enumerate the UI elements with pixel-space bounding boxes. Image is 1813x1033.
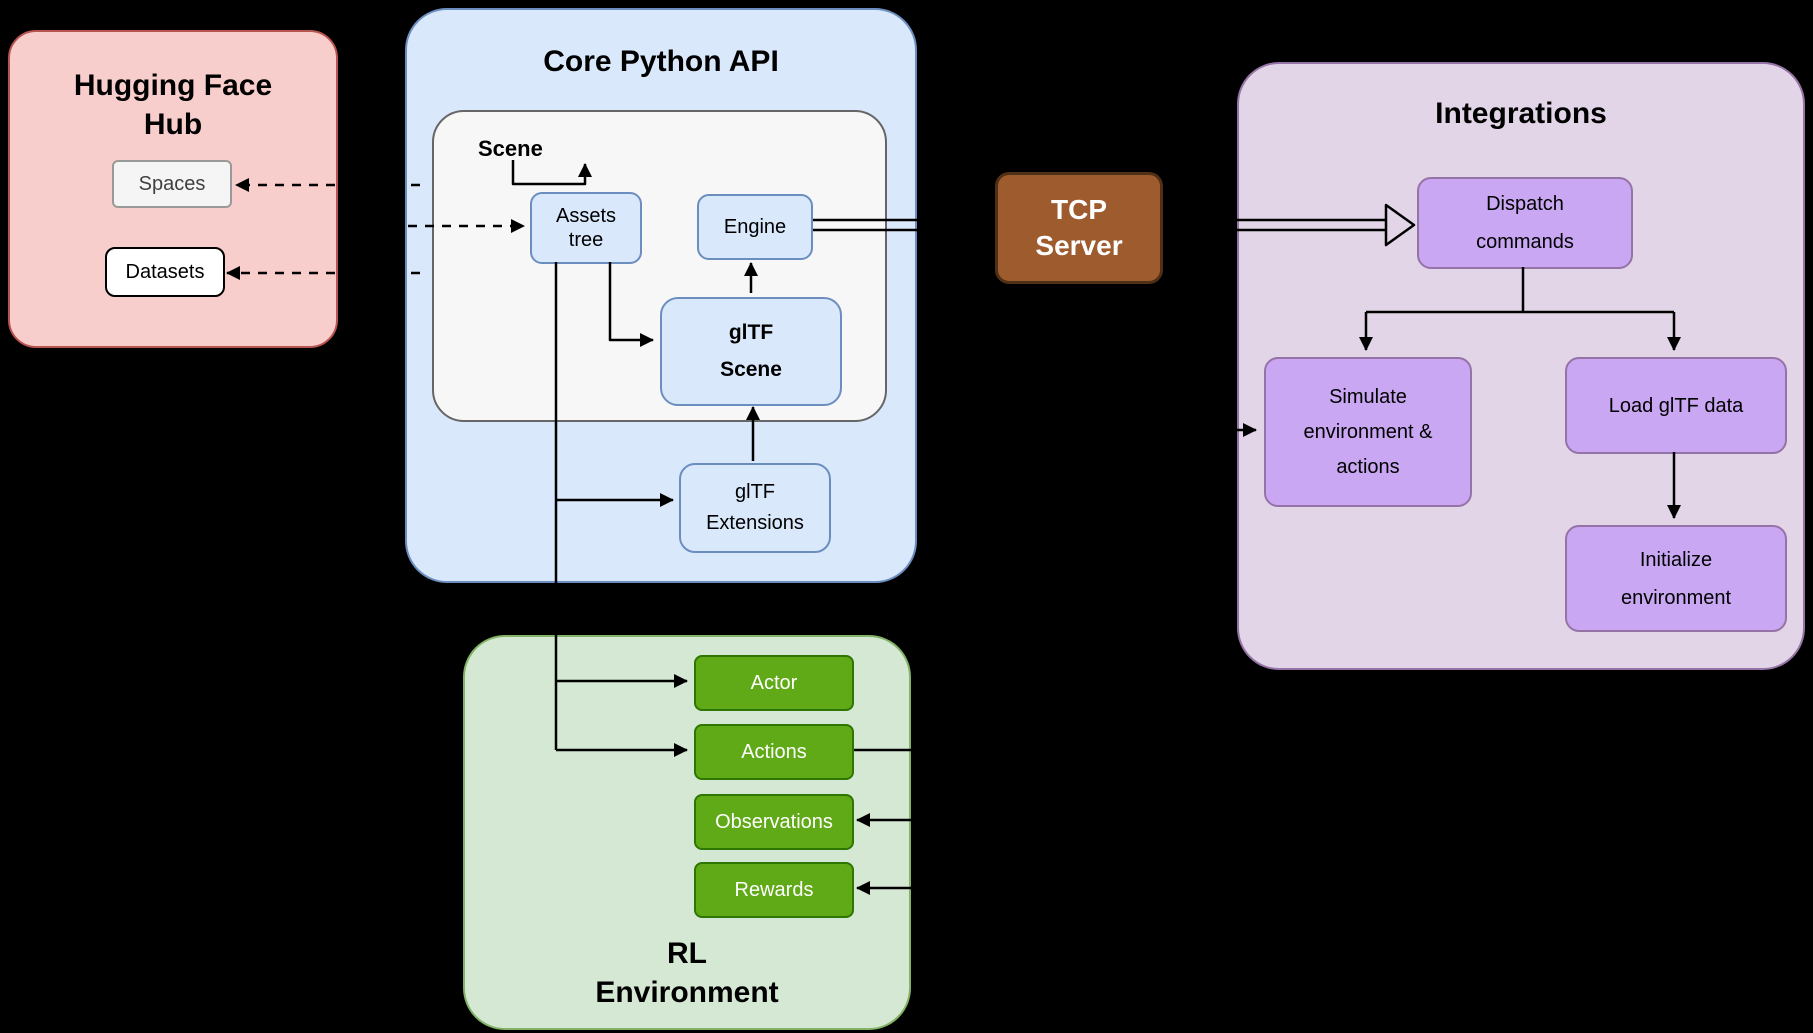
datasets-node: Datasets: [105, 247, 225, 297]
gltf-extensions-node: glTF Extensions: [679, 463, 831, 553]
observations-node: Observations: [694, 794, 854, 850]
engine-node: Engine: [697, 194, 813, 260]
rl-environment-group: RL Environment Actor Actions Observation…: [463, 635, 911, 1030]
tcp-server-label: TCP Server: [1035, 193, 1123, 261]
actions-node: Actions: [694, 724, 854, 780]
spaces-node: Spaces: [112, 160, 232, 208]
core-python-api-group: Core Python API Scene Assets tree Engine…: [405, 8, 917, 583]
hugging-face-hub-title: Hugging Face Hub: [73, 69, 273, 141]
rewards-node: Rewards: [694, 862, 854, 918]
integrations-title: Integrations: [1435, 97, 1607, 130]
actor-node: Actor: [694, 655, 854, 711]
gltf-scene-node: glTF Scene: [660, 297, 842, 406]
load-gltf-data-node: Load glTF data: [1565, 357, 1787, 454]
scene-label: Scene: [478, 136, 543, 161]
rl-environment-title: RL Environment: [595, 937, 779, 1009]
simulate-environment-node: Simulate environment & actions: [1264, 357, 1472, 507]
assets-tree-node: Assets tree: [530, 192, 642, 264]
integrations-group: Integrations Dispatch commands Simulate …: [1237, 62, 1805, 670]
core-python-api-title: Core Python API: [543, 45, 779, 78]
scene-container: Scene Assets tree Engine glTF Scene: [432, 110, 887, 422]
tcp-server-node: TCP Server: [995, 172, 1163, 284]
hugging-face-hub-group: Hugging Face Hub Spaces Datasets: [8, 30, 338, 348]
dispatch-commands-node: Dispatch commands: [1417, 177, 1633, 269]
initialize-environment-node: Initialize environment: [1565, 525, 1787, 632]
